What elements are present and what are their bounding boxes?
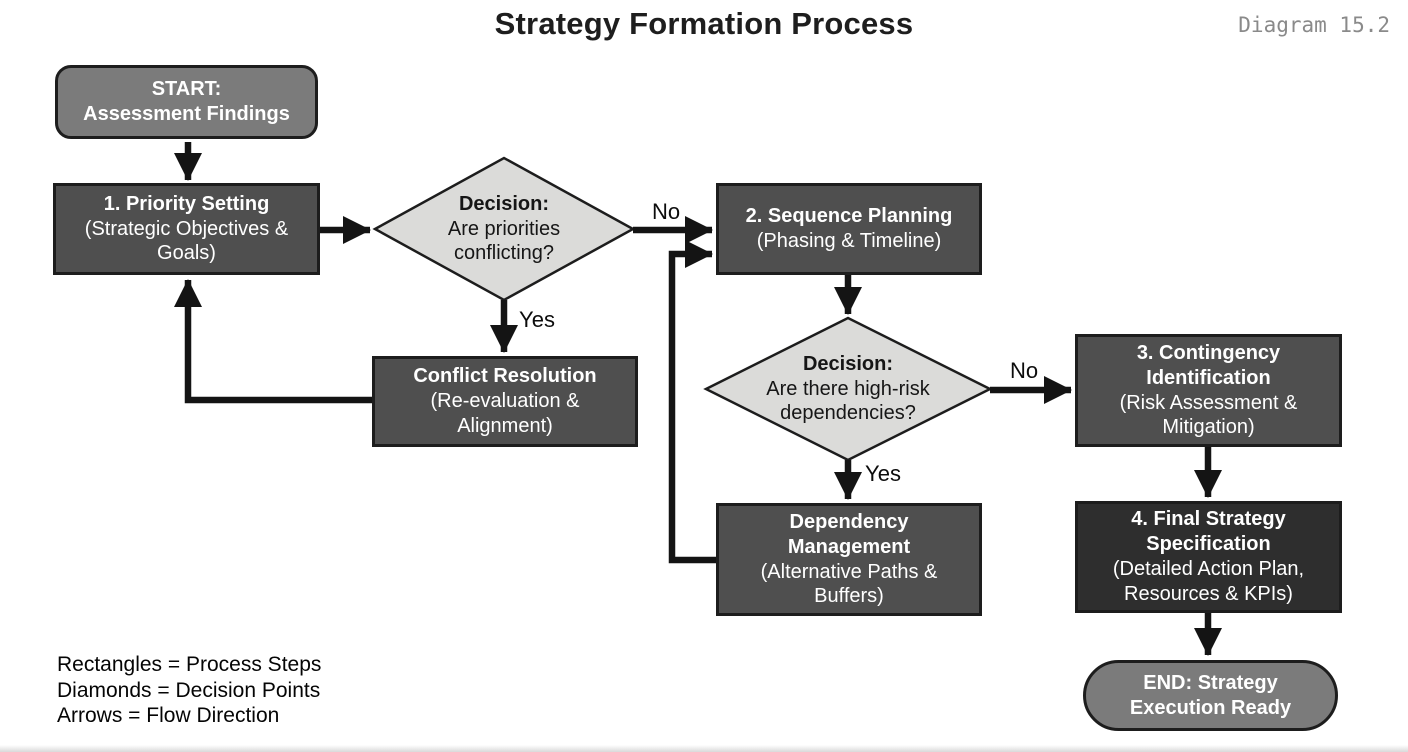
arrow-conflict-back-to-priority (174, 279, 372, 404)
node-priority-detail-line2: Goals) (157, 242, 216, 265)
node-final-detail-line1: (Detailed Action Plan, (1112, 558, 1305, 580)
node-priority-setting: 1. Priority Setting (Strategic Objective… (53, 183, 320, 275)
node-conflict-detail-line2: Alignment) (457, 414, 553, 437)
node-contingency-detail-line2: Mitigation) (1162, 416, 1255, 439)
node-contingency-detail-line1: (Risk Assessment & (1119, 391, 1298, 414)
node-dependency-management: Dependency Management (Alternative Paths… (716, 503, 982, 616)
node-start-line1: START: (151, 78, 222, 101)
edge-label-decision1-no: No (651, 199, 681, 224)
node-sequence-planning: 2. Sequence Planning (Phasing & Timeline… (716, 183, 982, 275)
node-dependency-detail-line2: Buffers) (814, 585, 884, 608)
legend: Rectangles = Process Steps Diamonds = De… (57, 652, 321, 729)
node-priority-detail-line1: (Strategic Objectives & (84, 217, 289, 240)
node-sequence-detail: (Phasing & Timeline) (756, 230, 942, 252)
legend-item-arrows: Arrows = Flow Direction (57, 704, 280, 727)
decision2-title: Decision: (802, 352, 894, 375)
decision1-question-line1: Are priorities (447, 217, 561, 240)
bottom-edge-artifact (0, 745, 1408, 752)
decision2-question-line1: Are there high-risk (766, 377, 930, 400)
edge-label-decision2-no: No (1009, 358, 1039, 383)
decision2-label: Decision: Are there high-risk dependenci… (718, 328, 978, 450)
node-end-line2: Execution Ready (1129, 696, 1292, 719)
node-contingency-title-line1: 3. Contingency (1136, 341, 1281, 364)
node-dependency-title-line1: Dependency (789, 510, 909, 533)
decision1-label: Decision: Are priorities conflicting? (389, 168, 619, 290)
legend-item-diamonds: Diamonds = Decision Points (57, 678, 321, 702)
node-dependency-title-line2: Management (787, 535, 911, 558)
decision1-question-line2: conflicting? (453, 242, 555, 265)
edge-label-decision2-yes: Yes (865, 461, 901, 486)
node-contingency-identification: 3. Contingency Identification (Risk Asse… (1075, 334, 1342, 447)
node-contingency-title-line2: Identification (1146, 366, 1271, 389)
node-start-line2: Assessment Findings (83, 103, 290, 125)
node-end: END: Strategy Execution Ready (1083, 660, 1338, 731)
decision1-title: Decision: (458, 192, 550, 215)
node-conflict-detail-line1: (Re-evaluation & (430, 390, 580, 413)
node-sequence-title: 2. Sequence Planning (745, 205, 953, 228)
arrow-dependency-back-to-sequence (668, 240, 716, 564)
node-final-title-line1: 4. Final Strategy (1131, 508, 1286, 531)
node-end-line1: END: Strategy (1143, 671, 1278, 694)
node-final-title-line2: Specification (1146, 533, 1271, 556)
page-title: Strategy Formation Process (494, 6, 914, 41)
node-start: START: Assessment Findings (55, 65, 318, 139)
diagram-number-label: Diagram 15.2 (1238, 13, 1390, 37)
node-conflict-resolution: Conflict Resolution (Re-evaluation & Ali… (372, 356, 638, 447)
node-final-strategy-specification: 4. Final Strategy Specification (Detaile… (1075, 501, 1342, 613)
edge-label-decision1-yes: Yes (519, 307, 555, 332)
node-final-detail-line2: Resources & KPIs) (1124, 582, 1293, 605)
decision2-question-line2: dependencies? (780, 402, 916, 425)
legend-item-rectangles: Rectangles = Process Steps (57, 653, 322, 676)
node-dependency-detail-line1: (Alternative Paths & (760, 560, 938, 583)
node-conflict-title: Conflict Resolution (413, 365, 597, 388)
node-priority-title: 1. Priority Setting (103, 192, 270, 215)
